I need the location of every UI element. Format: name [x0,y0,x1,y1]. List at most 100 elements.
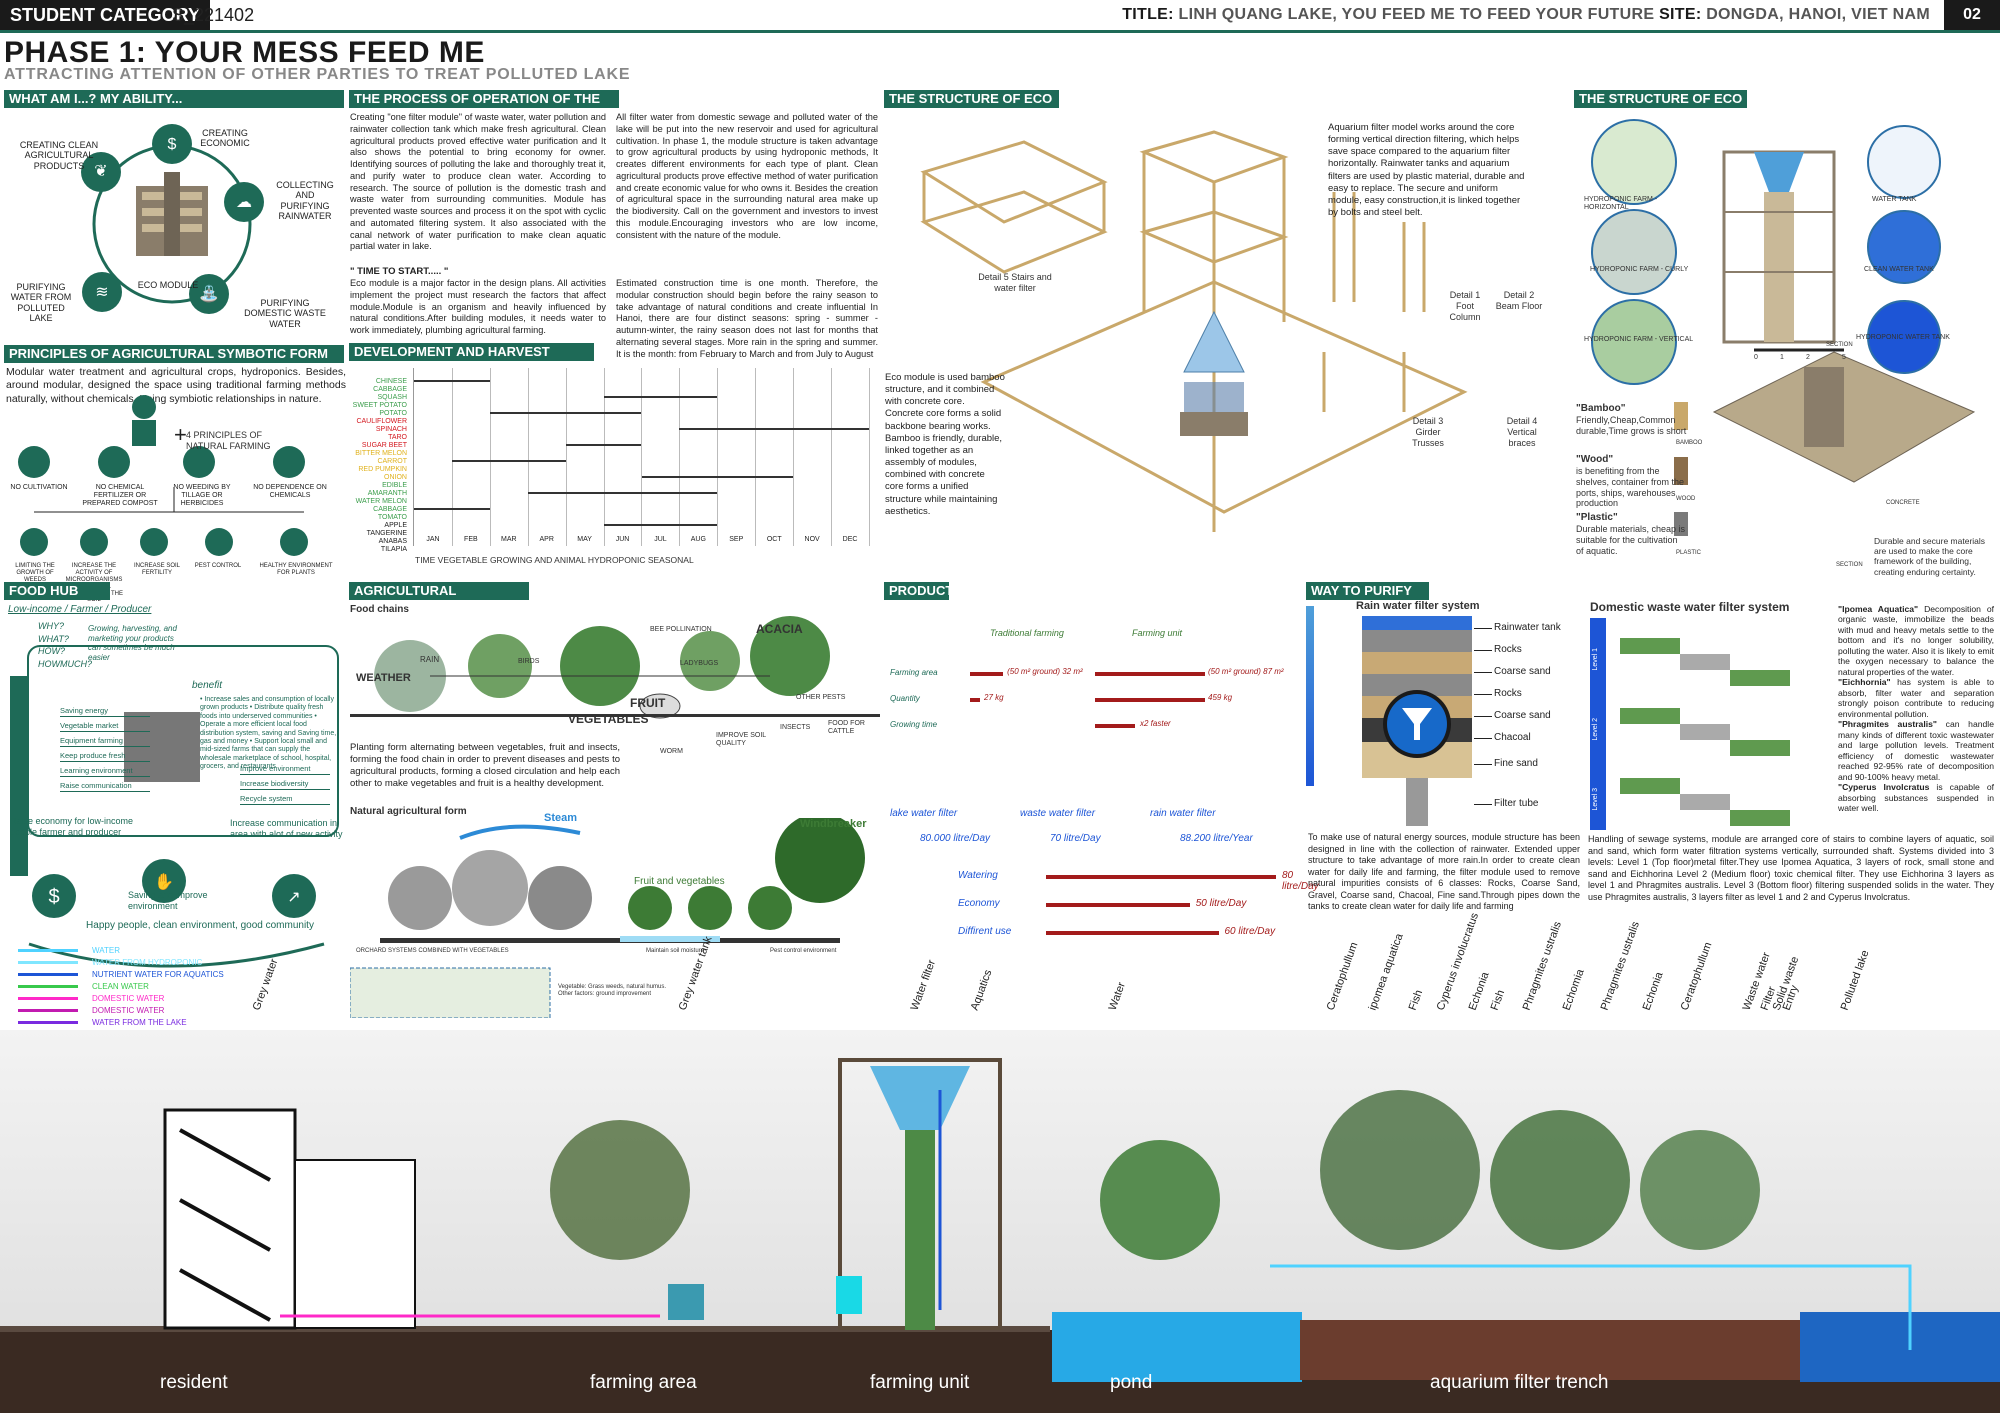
crop-label: TARO [388,434,407,441]
durable-text: Durable and secure materials are used to… [1874,536,1986,577]
weather-label: WEATHER [356,672,411,684]
filter-row: lake water filter 80.000 litre/Day waste w… [890,808,1290,858]
legend-row: DOMESTIC WATER [18,1004,278,1016]
legend-label: WATER FROM HYDROPONIC [92,957,203,967]
crop-label: POTATO [379,410,407,417]
hydro-horizontal: HYDROPONIC FARM - HORIZONTAL [1584,196,1658,212]
foodhub-left: Raise economy for low-income people farm… [10,816,134,837]
legend-row: WATER [18,944,278,956]
economy-icon [152,124,192,164]
principle-4: NO DEPENDENCE ON CHEMICALS [253,484,327,500]
filter-layer-leader [1474,650,1492,651]
section-zone-label: farming unit [870,1372,970,1393]
section-callout: ipomea aquatica [1366,932,1406,1012]
section-callout: Fish [1406,988,1426,1012]
ladybugs-label: LADYBUGS [680,660,719,667]
month-label: SEP [729,536,744,543]
benefit-item: Increase biodiversity [240,779,330,790]
windbreaker-label: Windbreaker [800,818,867,830]
farming-unit-label: Farming unit [1132,628,1183,638]
harvest-bar [679,428,869,430]
crop-label: CABBAGE [373,506,407,513]
filter-layer-leader [1474,716,1492,717]
filter-layer-leader [1474,672,1492,673]
level-1: Level 1 [1592,648,1599,671]
svg-text:✋: ✋ [154,872,174,891]
month-column [528,368,567,546]
rain-text: To make use of natural energy sources, m… [1308,832,1580,912]
ability-item-economy: CREATING ECONOMIC [200,128,250,149]
month-column [755,368,795,546]
section-callout: Echonia [1640,970,1666,1012]
legend-label: WATER [92,945,120,955]
vegetables-label: VEGETABLES [568,712,649,726]
legend-row: CLEAN WATER [18,980,278,992]
filter-name: lake water filter [890,808,958,819]
title-text: LINH QUANG LAKE, YOU FEED ME TO FEED YOU… [1178,6,1655,23]
filter-value: 70 litre/Day [1050,833,1101,844]
ability-heading: WHAT AM I...? MY ABILITY... [4,90,344,108]
bee-label: BEE POLLINATION [650,626,712,633]
svg-text:❦: ❦ [94,163,107,180]
cyp-name: "Cyperus Involcratus [1838,782,1930,793]
foodhub-diagram: $ ↗ ✋ [10,645,339,968]
legend-row: NUTRIENT WATER FOR AQUATICS [18,968,278,980]
result-5: HEALTHY ENVIRONMENT FOR PLANTS [259,563,333,576]
question-why: WHY? [38,621,65,631]
symbiotic-text: Planting form alternating between vegeta… [350,742,620,790]
crop-label: BITTER MELON [355,450,407,457]
vegtext-label: Vegetable: Grass weeds, natural humus. O… [558,984,667,998]
domestic-icon [189,274,229,314]
filter-layer-leader [1474,738,1492,739]
harvest-bar [451,460,566,462]
module-structure-diagram [1591,119,1976,536]
legend-swatch [18,996,78,1000]
ability-item-lake: PURIFYING WATER FROM POLLUTED LAKE [10,282,72,324]
filter-layer-leader [1474,764,1492,765]
section-zone-label: pond [1110,1372,1153,1393]
benefit-item: Raise communication [60,781,150,792]
pests-label: OTHER PESTS [796,694,846,701]
principles-note: 4 PRINCIPLES OF NATURAL FARMING [186,430,271,451]
foodhub-bullets: • Increase sales and consumption of loca… [200,696,337,771]
section-callout: Ceratophullum [1324,940,1361,1012]
site-label: SITE: [1659,6,1702,23]
dom-text: Handling of sewage systems, module are a… [1588,834,1994,902]
month-column [717,368,757,546]
top-bar [0,0,2000,33]
maintain-label: Maintain soil moisture [646,948,705,954]
product-value-traditional: 27 kg [984,693,1004,702]
filter-layer-label: Rocks [1494,688,1522,699]
detail-5: Detail 5 Stairs and water filter [978,272,1052,293]
legend-swatch [18,960,78,964]
student-id: S_221402 [172,5,255,25]
material-wood-name: "Wood" [1576,454,1614,465]
filter-layer-leader [1474,694,1492,695]
filter-layer-label: Filter tube [1494,798,1539,809]
result-4: PEST CONTROL [194,563,242,569]
month-label: APR [539,536,554,543]
month-label: NOV [804,536,820,543]
crop-label: ONION [384,474,407,481]
birds-label: BIRDS [518,658,540,665]
water-tank: WATER TANK [1872,196,1917,203]
benefit-item: Keep produce fresh [60,751,150,762]
month-column [604,368,643,546]
result-3: INCREASE SOIL FERTILITY [133,563,180,576]
cyp-text: is capable of absorbing substances suspe… [1838,782,1994,814]
natural-form: Natural agricultural form [350,806,467,817]
traditional-label: Traditional farming [990,628,1064,638]
crop-label: RED PUMPKIN [358,466,407,473]
section-callout: Water filter [908,958,939,1012]
ability-diagram: ❦ $ ☁ ⛲ ≋ [81,124,264,314]
hydro-curly: HYDROPONIC FARM - CURLY [1590,266,1689,273]
fruitveg-label: Fruit and vegetables [634,876,725,887]
filter-value: 80.000 litre/Day [920,833,991,844]
crop-label: SQUASH [377,394,407,401]
timetable-heading: DEVELOPMENT AND HARVEST TIMETABLE [349,343,594,377]
